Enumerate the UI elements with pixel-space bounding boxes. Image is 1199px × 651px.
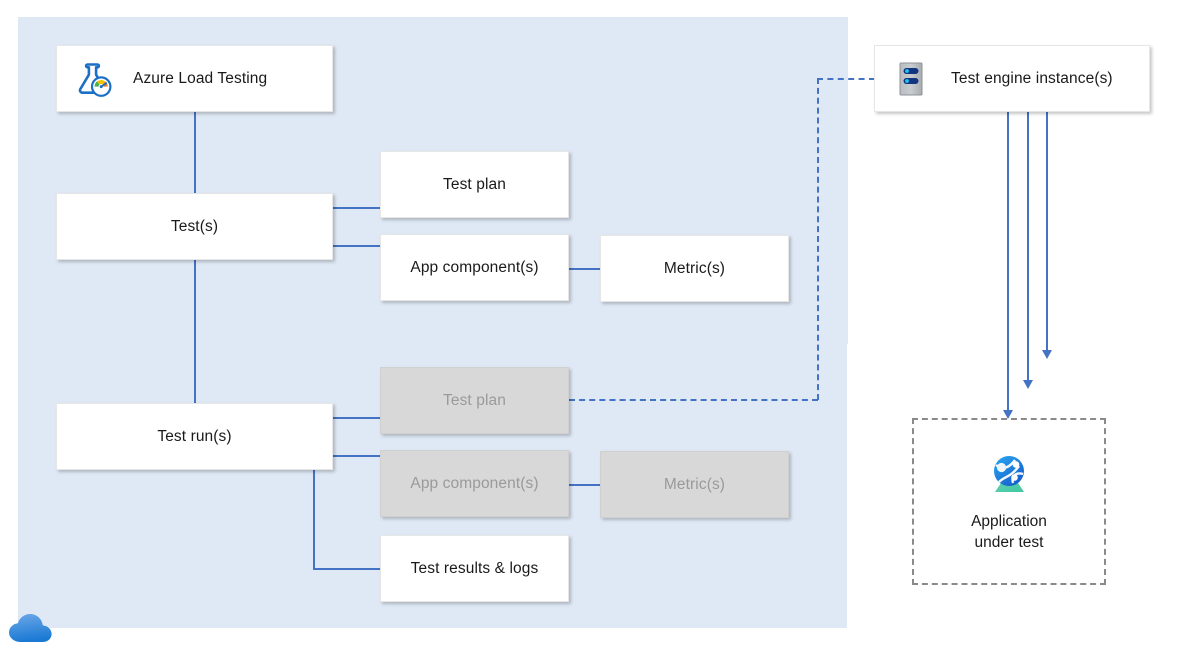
connector-tests-to-appcomponents [333, 245, 381, 247]
flask-gauge-icon [73, 59, 113, 99]
connector-engine-arrow-1 [1007, 112, 1009, 412]
connector-testruns-to-appcomponents-muted [333, 455, 381, 457]
cloud-icon [8, 612, 54, 644]
dashed-connector-to-test-engine [817, 78, 875, 80]
node-app-components[interactable]: App component(s) [380, 234, 569, 301]
aut-label-line2: under test [974, 533, 1044, 551]
connector-testruns-to-results [313, 568, 381, 570]
connector-engine-arrow-2 [1027, 112, 1029, 382]
server-rack-icon [891, 59, 931, 99]
node-label: Metric(s) [663, 259, 726, 277]
connector-appcomponents-to-metrics [569, 268, 600, 270]
node-label: App component(s) [410, 258, 539, 276]
node-test-plan[interactable]: Test plan [380, 151, 569, 218]
azure-service-boundary-panel [18, 17, 848, 628]
dashed-connector-testplan-right [569, 399, 818, 401]
node-test-plan-run[interactable]: Test plan [380, 367, 569, 434]
node-label: Test plan [443, 175, 506, 193]
node-label: Azure Load Testing [133, 69, 268, 87]
node-label: Test run(s) [157, 427, 232, 445]
node-tests[interactable]: Test(s) [56, 193, 333, 260]
aut-label-line1: Application [971, 512, 1047, 530]
application-under-test-label: Application under test [971, 512, 1047, 554]
node-test-runs[interactable]: Test run(s) [56, 403, 333, 470]
arrowhead-engine-2 [1023, 380, 1033, 389]
globe-network-icon [983, 450, 1035, 502]
node-azure-load-testing[interactable]: Azure Load Testing [56, 45, 333, 112]
connector-engine-arrow-3 [1046, 112, 1048, 352]
external-environment-panel [847, 344, 1199, 651]
node-test-results-logs[interactable]: Test results & logs [380, 535, 569, 602]
node-metrics[interactable]: Metric(s) [600, 235, 789, 302]
connector-testruns-down [313, 467, 315, 569]
arrowhead-engine-3 [1042, 350, 1052, 359]
node-test-engine-instances[interactable]: Test engine instance(s) [874, 45, 1150, 112]
node-app-components-run[interactable]: App component(s) [380, 450, 569, 517]
connector-tests-to-testplan [333, 207, 381, 209]
node-label: App component(s) [410, 474, 539, 492]
node-application-under-test[interactable]: Application under test [912, 418, 1106, 585]
arrowhead-engine-1 [1003, 410, 1013, 419]
connector-testruns-to-testplan-muted [333, 417, 381, 419]
dashed-connector-riser [817, 78, 819, 400]
node-label: Test(s) [170, 217, 219, 235]
node-label: Test engine instance(s) [951, 69, 1113, 87]
node-label: Test plan [443, 391, 506, 409]
node-label: Test results & logs [410, 559, 539, 577]
connector-appcomponents-to-metrics-muted [569, 484, 600, 486]
node-label: Metric(s) [663, 475, 726, 493]
node-metrics-run[interactable]: Metric(s) [600, 451, 789, 518]
application-under-test-boundary [912, 418, 1106, 585]
